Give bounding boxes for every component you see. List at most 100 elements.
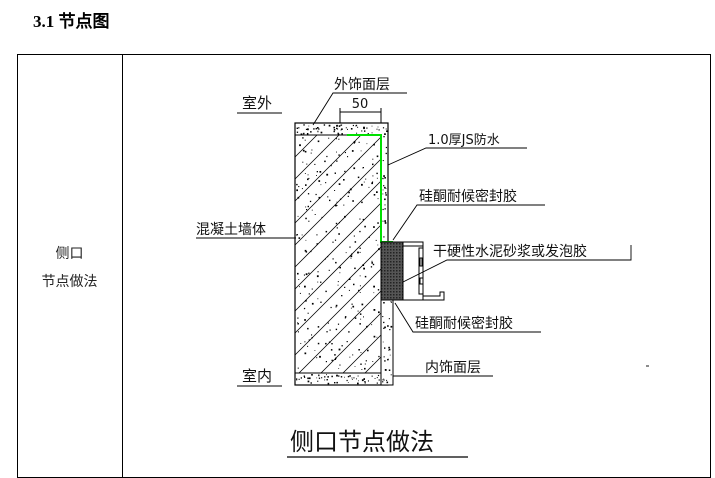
concrete-speckle [375,239,377,241]
concrete-speckle [332,258,334,260]
concrete-speckle [361,201,363,204]
concrete-speckle [377,244,379,246]
concrete-speckle [386,379,388,381]
concrete-speckle [361,369,363,370]
concrete-speckle [360,150,362,152]
concrete-speckle [321,216,323,218]
concrete-speckle [358,158,360,160]
concrete-speckle [302,161,304,163]
concrete-speckle [344,376,345,378]
concrete-speckle [297,331,299,333]
concrete-speckle [357,251,359,254]
concrete-speckle [390,325,393,328]
concrete-speckle [330,165,332,167]
concrete-speckle [338,368,340,369]
concrete-speckle [327,376,329,378]
concrete-speckle [384,198,386,201]
concrete-speckle [361,303,364,306]
concrete-speckle [334,354,336,356]
concrete-speckle [371,324,373,326]
label-outside: 室外 [242,94,272,112]
concrete-speckle [341,128,343,130]
concrete-speckle [326,331,328,333]
concrete-speckle [371,125,373,127]
concrete-speckle [316,175,317,176]
concrete-speckle [297,367,299,369]
concrete-speckle [383,185,385,187]
concrete-speckle [316,377,318,379]
concrete-speckle [310,250,312,253]
hatch-line [298,290,382,374]
concrete-speckle [353,283,355,286]
concrete-speckle [344,152,346,154]
concrete-speckle [310,131,312,133]
concrete-speckle [327,382,330,385]
hatch-line [294,224,382,312]
concrete-speckle [304,319,306,321]
concrete-speckle [296,131,299,133]
concrete-speckle [383,175,385,177]
hatch-line [294,136,382,224]
concrete-speckle [391,302,392,303]
concrete-speckle [359,230,361,233]
row-label-line1: 侧口 [55,246,84,262]
concrete-speckle [303,133,305,135]
concrete-speckle [341,345,343,347]
concrete-speckle [376,336,378,338]
concrete-speckle [363,378,365,380]
concrete-speckle [354,366,356,367]
concrete-speckle [350,307,352,309]
concrete-speckle [389,329,391,331]
concrete-speckle [349,278,351,280]
concrete-speckle [307,174,309,176]
concrete-speckle [326,155,328,158]
concrete-speckle [377,126,379,128]
concrete-speckle [334,190,336,191]
concrete-speckle [382,316,384,318]
concrete-speckle [321,151,323,153]
concrete-speckle [373,335,376,338]
concrete-speckle [315,127,318,130]
concrete-speckle [304,139,306,141]
concrete-speckle [364,367,366,370]
concrete-speckle [346,379,348,382]
concrete-speckle [359,218,361,220]
concrete-speckle [358,380,359,382]
concrete-speckle [357,382,359,385]
concrete-speckle [371,262,373,264]
concrete-speckle [360,363,362,365]
concrete-speckle [316,171,318,173]
concrete-speckle [353,142,355,144]
concrete-speckle [359,292,361,293]
concrete-speckle [331,375,333,378]
window-frame-profile [402,241,445,301]
concrete-speckle [373,285,375,288]
concrete-speckle [335,357,337,360]
concrete-speckle [364,225,366,228]
concrete-speckle [372,361,374,362]
concrete-speckle [364,130,366,132]
concrete-speckle [387,358,389,361]
concrete-speckle [367,349,369,352]
concrete-speckle [333,130,335,133]
concrete-speckle [316,234,318,236]
concrete-speckle [297,317,299,319]
concrete-speckle [298,279,300,280]
concrete-speckle [357,176,360,179]
concrete-speckle [311,337,313,339]
concrete-speckle [308,339,310,341]
concrete-speckle [349,375,351,377]
hatch-line [294,202,382,290]
concrete-speckle [320,184,322,186]
concrete-speckle [298,186,300,188]
concrete-speckle [333,126,335,129]
concrete-speckle [382,127,385,129]
concrete-speckle [330,306,332,309]
concrete-speckle [384,133,386,135]
concrete-speckle [296,378,298,380]
concrete-speckle [367,325,369,327]
concrete-speckle [305,300,307,302]
concrete-speckle [373,226,375,228]
concrete-speckle [318,128,320,130]
concrete-speckle [385,128,387,130]
